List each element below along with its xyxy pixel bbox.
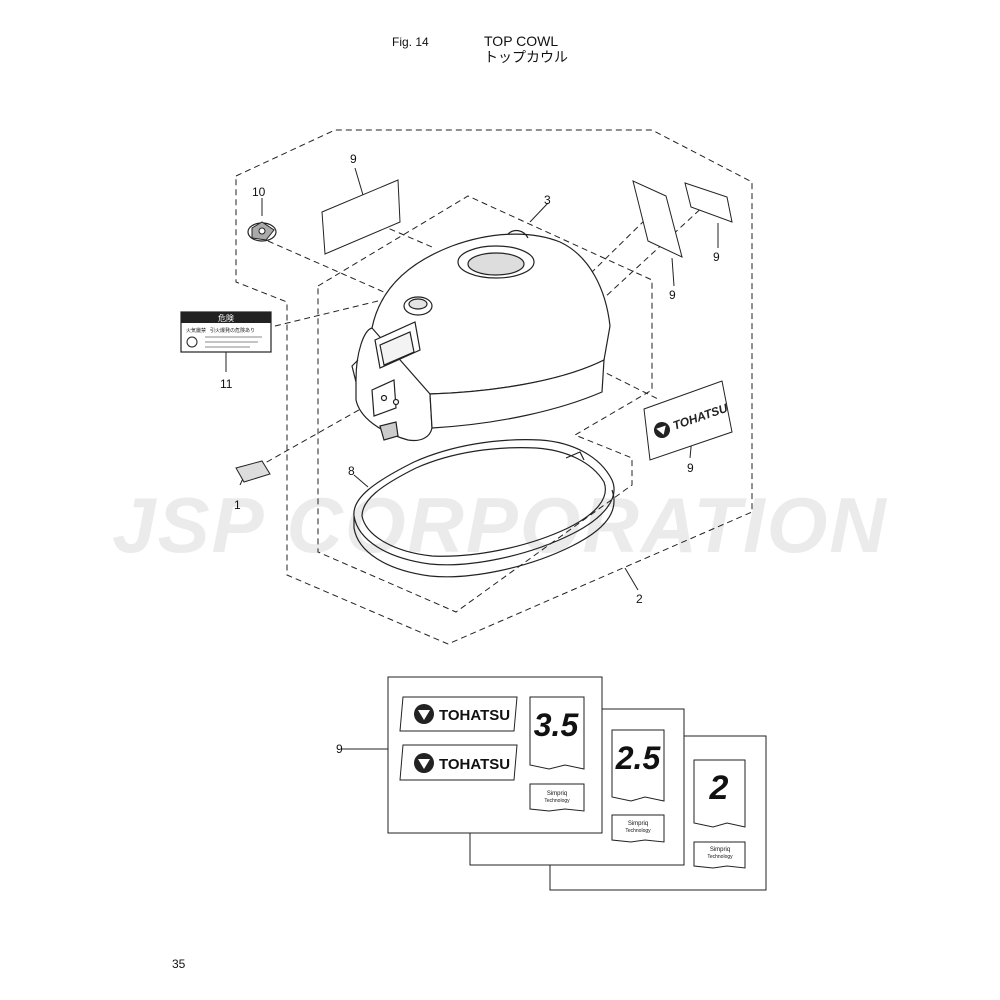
decal-tech-35-l2: Technology <box>544 798 570 804</box>
callout-9-mid: 9 <box>687 461 694 475</box>
watermark-text: JSP CORPORATION <box>112 481 887 569</box>
callout-3: 3 <box>544 193 551 207</box>
decal-tech-25-l1: Simpriq <box>628 821 648 827</box>
top-cowl <box>351 229 611 442</box>
decal-brand-1: TOHATSU <box>439 707 510 724</box>
decal-tech-2-l1: Simpriq <box>710 847 730 853</box>
callout-9-right-a: 9 <box>713 250 720 264</box>
decal-right-pair <box>632 180 733 258</box>
decal-tech-2-l2: Technology <box>707 854 733 860</box>
decal-hp-2: 2 <box>709 769 729 807</box>
warning-label-line1: 火気厳禁 <box>186 327 206 334</box>
decal-brand-2: TOHATSU <box>439 756 510 773</box>
decal-sheet-35hp: TOHATSU TOHATSU 3.5 Simpriq Technology <box>387 676 603 834</box>
decal-tech-25-l2: Technology <box>625 828 651 834</box>
rubber-pad <box>235 460 271 483</box>
decal-top-left <box>321 179 401 255</box>
figure-title-en: TOP COWL <box>484 33 559 49</box>
callout-1: 1 <box>234 498 241 512</box>
callout-9-bottom: 9 <box>336 742 343 756</box>
callout-8: 8 <box>348 464 355 478</box>
assembly-outline-outer <box>235 129 753 645</box>
decal-hp-35: 3.5 <box>534 707 580 743</box>
callout-11: 11 <box>220 377 233 391</box>
decal-hp-25: 2.5 <box>615 740 662 776</box>
decal-tech-35-l1: Simpriq <box>547 791 567 797</box>
callout-2: 2 <box>636 592 643 606</box>
figure-title: TOP COWL トップカウル <box>484 33 568 65</box>
callout-9-top: 9 <box>350 152 357 166</box>
warning-label-header: 危険 <box>218 313 234 323</box>
callout-9-right-b: 9 <box>669 288 676 302</box>
callout-numbers: 9 10 3 9 9 11 9 8 1 2 9 <box>220 152 720 756</box>
figure-number: Fig. 14 <box>392 35 429 49</box>
warning-label-line2: 引火爆発の危険あり <box>210 327 255 334</box>
callout-10: 10 <box>252 185 266 199</box>
page-number: 35 <box>172 957 186 971</box>
seal-gasket <box>353 439 615 578</box>
knob-part <box>247 221 277 242</box>
tohatsu-side-decal: TOHATSU <box>643 380 733 461</box>
warning-label: 危険 火気厳禁 引火爆発の危険あり <box>180 311 272 353</box>
figure-title-jp: トップカウル <box>484 49 568 65</box>
